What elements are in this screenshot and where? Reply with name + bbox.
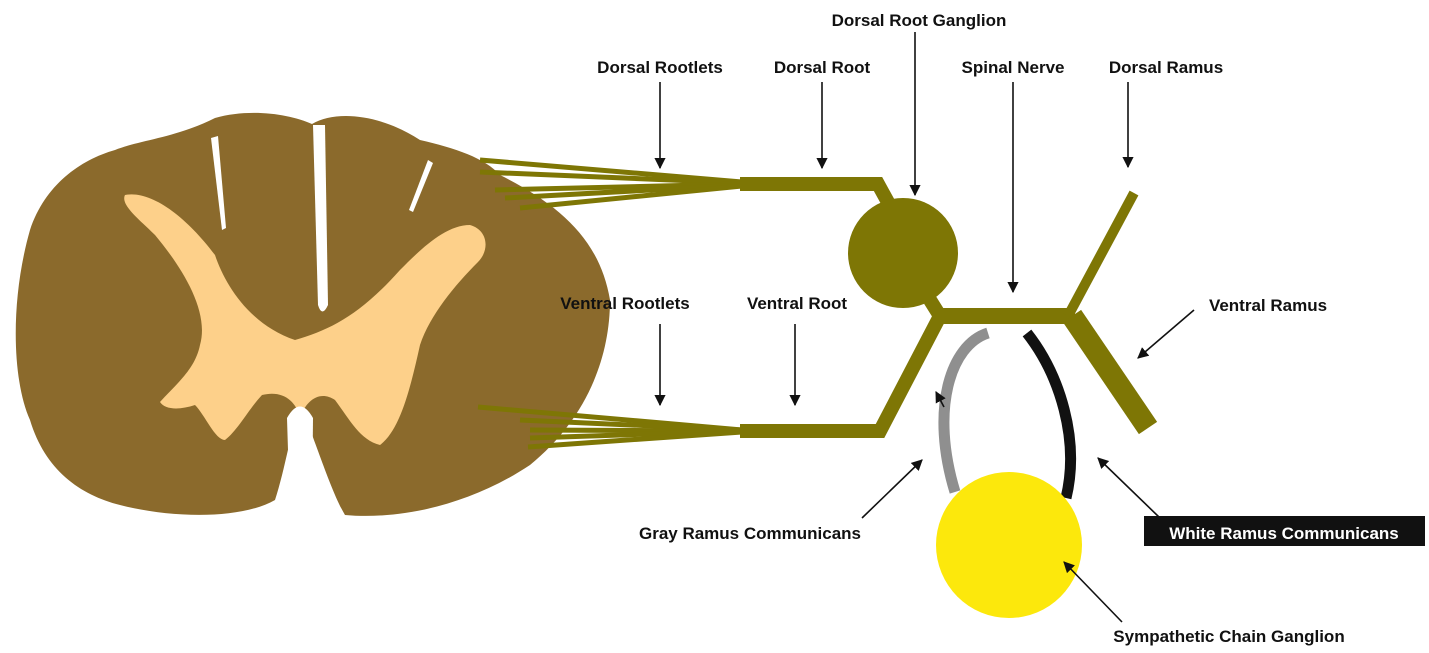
arrow-white-ramus — [1098, 458, 1160, 518]
arrow-ventral-ramus — [1138, 310, 1194, 358]
ventral-median-fissure — [287, 407, 313, 516]
white-ramus-communicans — [1027, 333, 1071, 498]
sympathetic-chain-ganglion — [936, 472, 1082, 618]
label-sympathetic-chain-ganglion: Sympathetic Chain Ganglion — [1113, 627, 1344, 646]
gray-ramus-communicans — [944, 333, 988, 492]
label-white-ramus-communicans: White Ramus Communicans — [1169, 524, 1399, 543]
label-ventral-rootlets: Ventral Rootlets — [560, 294, 689, 313]
label-dorsal-rootlets: Dorsal Rootlets — [597, 58, 723, 77]
ventral-ramus — [1072, 316, 1148, 428]
arrow-gray-ramus — [862, 460, 922, 518]
ventral-root — [740, 316, 940, 431]
label-gray-ramus-communicans: Gray Ramus Communicans — [639, 524, 861, 543]
dorsal-root-ganglion — [848, 198, 958, 308]
label-dorsal-ramus: Dorsal Ramus — [1109, 58, 1223, 77]
label-dorsal-root-ganglion: Dorsal Root Ganglion — [832, 11, 1007, 30]
arrow-sympathetic-chain — [1064, 562, 1122, 622]
label-ventral-ramus: Ventral Ramus — [1209, 296, 1327, 315]
label-ventral-root: Ventral Root — [747, 294, 847, 313]
label-spinal-nerve: Spinal Nerve — [962, 58, 1065, 77]
label-dorsal-root: Dorsal Root — [774, 58, 871, 77]
dorsal-ramus — [1068, 193, 1134, 316]
